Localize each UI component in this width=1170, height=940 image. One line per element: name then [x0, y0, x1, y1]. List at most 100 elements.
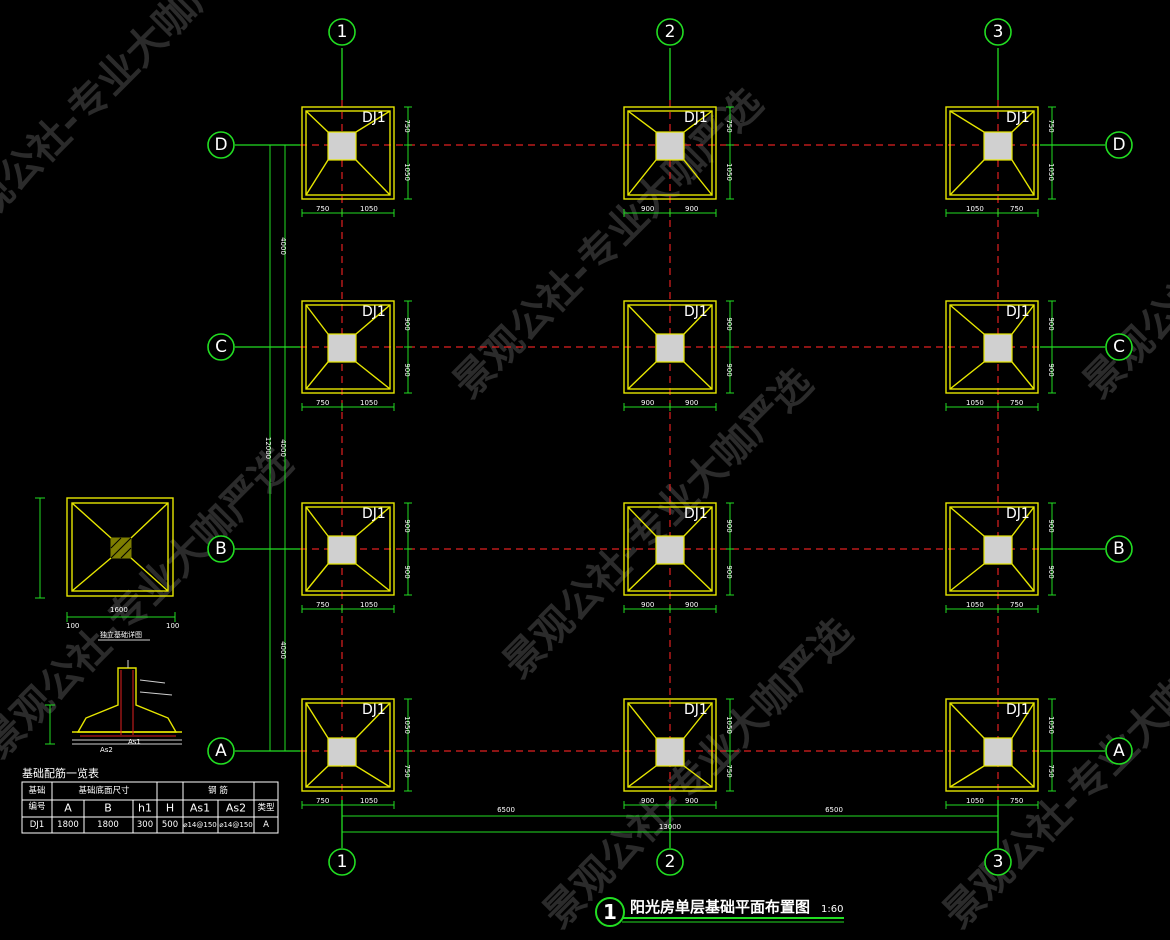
footing-inner-outline [305, 702, 391, 788]
footing-slope-line [683, 304, 713, 335]
footing-inner-outline [949, 702, 1035, 788]
footing-D2: DJ1 [623, 106, 717, 200]
footing-dim-text-right-bottom: 1050 [725, 163, 733, 181]
footing-dim-text-right-bottom: 900 [1047, 565, 1055, 578]
footing-B2: DJ1 [623, 502, 717, 596]
footing-label: DJ1 [362, 702, 386, 718]
schedule-cell-as2: ⌀14@150 [219, 821, 252, 829]
footing-inner-outline [305, 110, 391, 196]
footing-label: DJ1 [362, 506, 386, 522]
footing-dim-text-right-top: 900 [1047, 519, 1055, 532]
footing-schedule-table: 基础配筋一览表 基础 编号 基础底面尺寸 钢 筋 类型 A B h1 H As1… [21, 766, 279, 834]
footing-C1: DJ1 [301, 300, 395, 394]
footing-slope-line [305, 361, 329, 390]
footing-slope-line [683, 159, 713, 196]
axis-bubble-left-C [207, 333, 235, 361]
bay-dim-x-1: 6500 [497, 806, 515, 814]
schedule-col-h1: h1 [138, 802, 152, 815]
axis-label-right-C: C [1113, 337, 1125, 357]
footing-dim-text-right-top: 1050 [403, 716, 411, 734]
footing-outline [945, 106, 1039, 200]
axis-label-right-D: D [1112, 135, 1125, 155]
footing-inner-outline [627, 110, 713, 196]
axis-bubble-top-3 [984, 18, 1012, 46]
footing-D3: DJ1 [945, 106, 1039, 200]
footing-slope-line [355, 765, 391, 788]
footing-dim-text-right-top: 750 [725, 119, 733, 132]
footing-dim-text-right-bottom: 750 [1047, 764, 1055, 777]
axis-label-right-A: A [1113, 741, 1125, 761]
footing-slope-line [305, 159, 329, 196]
detail-plan-dim-left: 100 [66, 622, 79, 630]
footing-dim-text-bottom-right: 750 [1010, 399, 1023, 407]
footing-outline [301, 698, 395, 792]
footing-dim-text-bottom-right: 1050 [360, 399, 378, 407]
footing-slope-line [949, 159, 985, 196]
footing-dim-text-bottom-left: 750 [316, 797, 329, 805]
footing-slope-line [627, 765, 657, 788]
footing-slope-line [355, 563, 391, 592]
schedule-cell-a: 1800 [57, 820, 79, 830]
footing-slope-line [355, 361, 391, 390]
schedule-col-as1: As1 [190, 802, 210, 815]
footing-slope-line [627, 506, 657, 537]
footing-D1: DJ1 [301, 106, 395, 200]
footing-slope-line [949, 702, 985, 739]
pedestal [655, 131, 685, 161]
footing-dim-text-right-top: 900 [725, 317, 733, 330]
schedule-col-as2: As2 [226, 802, 246, 815]
footing-outline [301, 106, 395, 200]
footing-label: DJ1 [1006, 304, 1030, 320]
schedule-caption: 基础配筋一览表 [22, 766, 99, 780]
footing-dim-text-bottom-left: 900 [641, 797, 654, 805]
footing-inner-outline [949, 304, 1035, 390]
drawing-title: 阳光房单层基础平面布置图 [630, 898, 810, 916]
axis-label-bottom-3: 3 [993, 852, 1004, 872]
axis-label-bottom-1: 1 [337, 852, 348, 872]
axis-label-left-C: C [215, 337, 227, 357]
footing-slope-line [1011, 110, 1035, 133]
footing-dim-text-bottom-right: 1050 [360, 601, 378, 609]
footing-slope-line [355, 159, 391, 196]
footing-dim-text-bottom-left: 900 [641, 601, 654, 609]
bay-dim-x-2: 6500 [825, 806, 843, 814]
footing-dim-text-right-bottom: 1050 [403, 163, 411, 181]
schedule-col-b: B [104, 802, 112, 815]
footing-slope-line [683, 506, 713, 537]
footing-dim-text-bottom-left: 1050 [966, 797, 984, 805]
footing-slope-line [305, 563, 329, 592]
dimension-layer: 750 1050 750 1050 900 900 750 1050 1050 750 750 105… [264, 106, 1056, 837]
footing-dim-text-right-top: 750 [403, 119, 411, 132]
footing-outline [945, 300, 1039, 394]
axis-label-top-2: 2 [665, 22, 676, 42]
footing-dim-text-bottom-right: 750 [1010, 205, 1023, 213]
footing-dim-text-right-top: 1050 [1047, 716, 1055, 734]
schedule-col-h: H [166, 802, 174, 815]
footing-A1: DJ1 [301, 698, 395, 792]
pedestal [327, 535, 357, 565]
footing-label: DJ1 [684, 110, 708, 126]
footing-dim-text-right-bottom: 1050 [1047, 163, 1055, 181]
pedestal [327, 333, 357, 363]
footing-slope-line [683, 765, 713, 788]
detail-plan-dim-mid: 1600 [110, 606, 128, 614]
footing-detail-section: As2 As1 [45, 660, 182, 754]
footing-label: DJ1 [362, 304, 386, 320]
pedestal [327, 737, 357, 767]
axis-label-left-A: A [215, 741, 227, 761]
footing-dim-text-right-top: 900 [725, 519, 733, 532]
footing-slope-line [683, 110, 713, 133]
footing-slope-line [1011, 304, 1035, 335]
axis-bubble-right-C [1105, 333, 1133, 361]
footing-dim-text-bottom-left: 1050 [966, 601, 984, 609]
axis-label-left-B: B [215, 539, 227, 559]
footing-dim-text-bottom-left: 1050 [966, 205, 984, 213]
footing-dim-text-bottom-left: 750 [316, 399, 329, 407]
watermark-text-4: 景观公社-专业大咖严选 [535, 610, 862, 937]
footing-C3: DJ1 [945, 300, 1039, 394]
schedule-cell-b: 1800 [97, 820, 119, 830]
footing-slope-line [355, 702, 391, 739]
bay-dim-x-total: 13000 [659, 823, 681, 831]
